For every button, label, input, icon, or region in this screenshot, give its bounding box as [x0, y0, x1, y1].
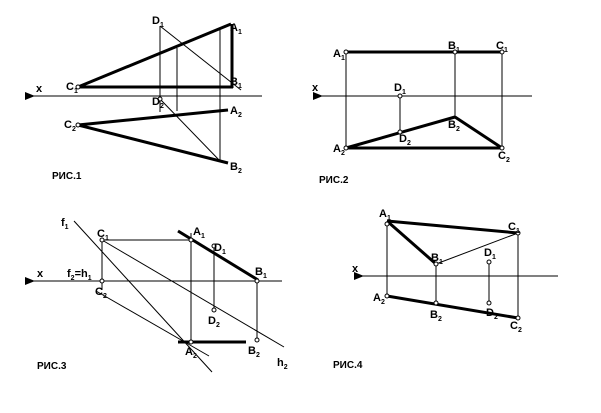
point-d1	[397, 93, 403, 99]
label-b2: B2	[248, 345, 260, 359]
point-d2	[157, 96, 163, 102]
point-d2	[397, 129, 403, 135]
x-axis-label: x	[312, 82, 319, 94]
label-a1: A1	[379, 208, 391, 222]
edge-a2-c2	[386, 294, 519, 320]
label-a1: A1	[193, 226, 205, 240]
label-b2: B2	[230, 161, 242, 175]
label-d2: D2	[399, 133, 411, 147]
label-c2: C2	[64, 119, 76, 133]
figure-2: x A1 B1 C1 D1 B2 D2 A2 C2 РИС.2	[312, 40, 532, 186]
point-a1	[384, 221, 390, 227]
caption-fig4: РИС.4	[333, 360, 363, 371]
caption-fig2: РИС.2	[319, 175, 349, 186]
label-c1: C1	[508, 221, 520, 235]
label-a1: A1	[333, 48, 345, 62]
label-d1: D1	[152, 15, 164, 29]
caption-fig1: РИС.1	[52, 171, 82, 182]
point-b2	[433, 300, 439, 306]
point-d1	[211, 243, 217, 249]
label-d1: D1	[484, 247, 496, 261]
point-a1	[343, 49, 349, 55]
point-b1	[452, 49, 458, 55]
edge-c2-b2	[77, 123, 229, 165]
label-d2: D2	[208, 315, 220, 329]
x-axis-label: x	[36, 83, 43, 95]
point-b1	[433, 261, 439, 267]
point-c2	[499, 145, 505, 151]
label-a2: A2	[185, 346, 197, 360]
point-c1	[99, 237, 105, 243]
point-c2	[75, 122, 81, 128]
point-a2	[188, 339, 194, 345]
label-b2: B2	[430, 309, 442, 323]
label-b2: B2	[448, 119, 460, 133]
label-f1: f1	[61, 217, 69, 231]
label-c2: C2	[95, 286, 107, 300]
label-a2: A2	[333, 143, 345, 157]
caption-fig3: РИС.3	[37, 361, 67, 372]
label-a1: A1	[230, 22, 242, 36]
point-d1	[486, 259, 492, 265]
edge-a1-b1	[386, 219, 437, 266]
line-d1-b1	[159, 25, 242, 91]
label-d1: D1	[214, 242, 226, 256]
x-axis-label: x	[37, 268, 44, 280]
point-a2	[384, 293, 390, 299]
trace-f1	[73, 220, 213, 373]
trace-h2	[101, 239, 285, 348]
label-a2: A2	[373, 292, 385, 306]
point-f2-h1	[99, 278, 105, 284]
point-d2	[486, 300, 492, 306]
label-d1: D1	[394, 82, 406, 96]
label-b1: B1	[255, 266, 267, 280]
label-h2: h2	[277, 357, 288, 371]
point-c2	[515, 315, 521, 321]
label-b1: B1	[230, 76, 242, 90]
label-b1: B1	[431, 252, 443, 266]
point-a2	[343, 145, 349, 151]
line-b1-c1	[435, 232, 519, 265]
label-c1: C1	[97, 228, 109, 242]
label-c2: C2	[498, 150, 510, 164]
edge-c1-a1	[77, 22, 232, 89]
point-a1	[188, 237, 194, 243]
label-c2: C2	[510, 320, 522, 334]
label-c1: C1	[496, 40, 508, 54]
point-c1	[75, 84, 81, 90]
edge-b2-c2	[454, 115, 503, 150]
edge-c2-a2	[77, 108, 229, 127]
line-d2-b2	[159, 98, 222, 163]
edge-a1-c1	[386, 219, 519, 235]
x-axis-label: x	[352, 263, 359, 275]
label-b1: B1	[448, 40, 460, 54]
point-c1	[499, 49, 505, 55]
point-b1	[254, 278, 260, 284]
label-c1: C1	[66, 81, 78, 95]
label-a2: A2	[230, 105, 242, 119]
figure-3: x f1 f2=h1 C1 A1 D1 B1 C2 D2 A2 B2 h2 РИ…	[25, 217, 288, 373]
point-c1	[515, 230, 521, 236]
label-d2: D2	[486, 307, 498, 321]
label-d2: D2	[152, 96, 164, 110]
figure-4: x A1 C1 B1 D1 A2 B2 D2 C2 РИС.4	[333, 208, 558, 371]
point-b2	[254, 337, 260, 343]
label-f2-h1: f2=h1	[67, 268, 92, 282]
point-d2	[211, 307, 217, 313]
line-c2-lower	[95, 290, 210, 357]
figure-1: x D1 A1 C1 B1 D2 A2 C2 B2 РИС.1	[25, 15, 262, 182]
